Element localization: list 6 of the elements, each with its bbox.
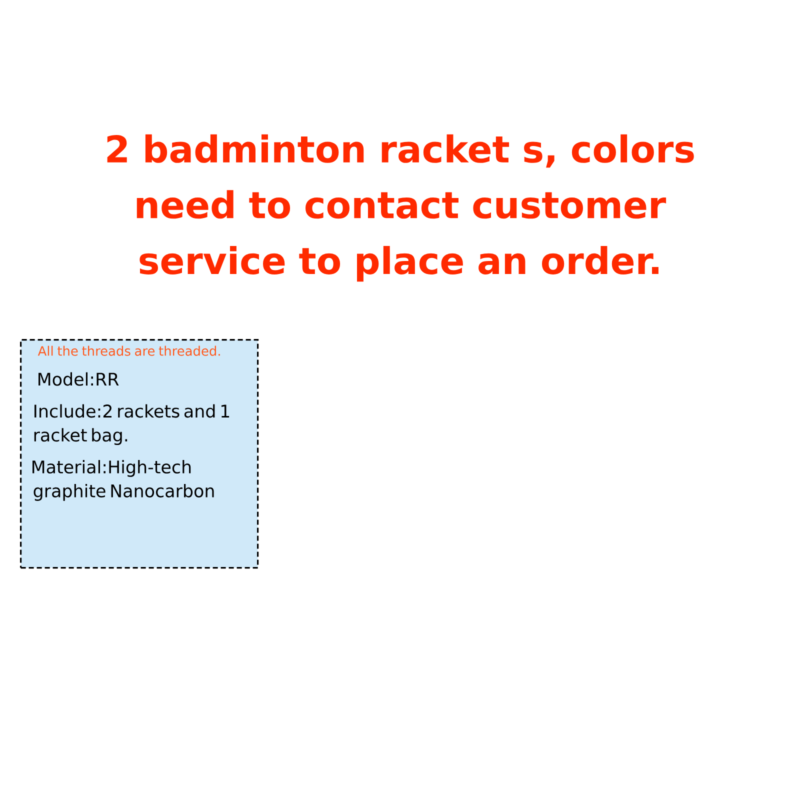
info-text: Include:2 rackets and 1 racket bag. — [34, 404, 230, 445]
info-box — [20, 339, 259, 569]
info-text: All the threads are threaded. — [38, 346, 220, 356]
title-text: 2 badminton racket s, colors need to contact customer service to place an order. — [107, 134, 694, 282]
info-text: Model:RR — [38, 372, 119, 386]
info-text: Material:High-tech graphite Nanocarbon — [32, 460, 214, 501]
